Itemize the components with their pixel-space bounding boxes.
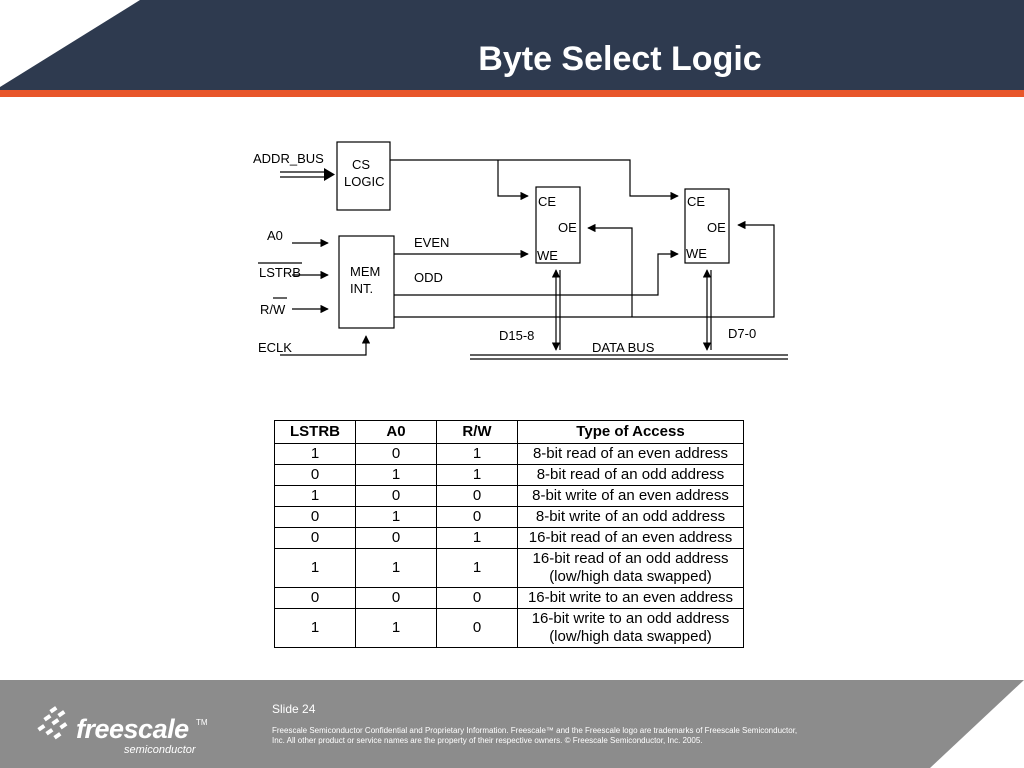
cell-access: 16-bit read of an even address <box>517 527 744 549</box>
table-row: 1 0 1 8-bit read of an even address <box>274 443 744 465</box>
lstrb-label: LSTRB <box>259 265 301 280</box>
cell-rw: 0 <box>436 587 518 609</box>
cell-lstrb: 1 <box>274 548 356 588</box>
cell-a0: 0 <box>355 443 437 465</box>
cell-access-line-1: 16-bit write to an odd address <box>531 610 730 627</box>
cell-rw: 0 <box>436 485 518 507</box>
cell-lstrb: 0 <box>274 464 356 486</box>
cell-lstrb: 1 <box>274 443 356 465</box>
chip-low-we-label: WE <box>686 246 707 261</box>
chip-high-oe-label: OE <box>558 220 577 235</box>
byte-select-diagram: ADDR_BUS CS LOGIC A0 LSTRB R/W ECLK MEM … <box>253 141 788 360</box>
header-rw-text: R/W <box>462 423 492 440</box>
cell-lstrb: 0 <box>274 527 356 549</box>
eclk-label: ECLK <box>258 340 292 355</box>
cell-access-line-2: (low/high data swapped) <box>549 628 712 645</box>
mem-int-block <box>338 235 395 329</box>
cell-access-line-1: 16-bit read of an odd address <box>532 550 729 567</box>
header-lstrb: LSTRB <box>274 420 356 444</box>
table-row: 1 1 1 16-bit read of an odd address (low… <box>274 548 744 588</box>
header-banner <box>0 0 1024 97</box>
header-a0: A0 <box>355 420 437 444</box>
slide-number: Slide 24 <box>272 702 316 716</box>
slide-title: Byte Select Logic <box>478 40 762 78</box>
rw-label: R/W <box>260 302 286 317</box>
cell-a0: 0 <box>355 587 437 609</box>
logo-trademark: TM <box>196 718 208 727</box>
chip-high-ce-label: CE <box>538 194 556 209</box>
cell-access: 8-bit read of an even address <box>517 443 744 465</box>
table-row: 0 1 0 8-bit write of an odd address <box>274 506 744 528</box>
chip-low-ce-label: CE <box>687 194 705 209</box>
cs-logic-label-2: LOGIC <box>344 174 384 189</box>
byte-access-table: LSTRB A0 R/W Type of Access 1 0 1 8-bit … <box>274 420 744 648</box>
table-row: 0 1 1 8-bit read of an odd address <box>274 464 744 486</box>
addr-bus-label: ADDR_BUS <box>253 151 324 166</box>
logo-wordmark: freescale <box>76 714 189 744</box>
memory-chip-high <box>535 186 581 264</box>
header-rw: R/W <box>436 420 518 444</box>
memory-chip-low <box>684 188 730 264</box>
table-row: 0 0 0 16-bit write to an even address <box>274 587 744 609</box>
logo-subtitle: semiconductor <box>124 744 196 756</box>
table-header-row: LSTRB A0 R/W Type of Access <box>274 420 744 444</box>
table-row: 0 0 1 16-bit read of an even address <box>274 527 744 549</box>
d15-8-label: D15-8 <box>499 328 534 343</box>
mem-int-label-1: MEM <box>350 264 380 279</box>
cs-logic-label-1: CS <box>352 157 370 172</box>
cell-lstrb: 1 <box>274 485 356 507</box>
header-accent-stripe <box>0 90 1024 97</box>
cell-rw: 1 <box>436 464 518 486</box>
cell-a0: 1 <box>355 464 437 486</box>
cell-rw: 1 <box>436 443 518 465</box>
odd-label: ODD <box>414 270 443 285</box>
a0-label: A0 <box>267 228 283 243</box>
cell-a0: 0 <box>355 527 437 549</box>
cell-rw: 1 <box>436 548 518 588</box>
cell-a0: 0 <box>355 485 437 507</box>
cell-rw: 0 <box>436 506 518 528</box>
footer-background <box>0 680 1024 768</box>
mem-int-label-2: INT. <box>350 281 373 296</box>
freescale-logo-mark-icon <box>37 706 68 740</box>
cell-lstrb: 0 <box>274 587 356 609</box>
cell-access: 8-bit write of an even address <box>517 485 744 507</box>
footer-disclaimer: Freescale Semiconductor Confidential and… <box>272 726 798 745</box>
table-row: 1 0 0 8-bit write of an even address <box>274 485 744 507</box>
cell-access: 8-bit read of an odd address <box>517 464 744 486</box>
cell-lstrb: 0 <box>274 506 356 528</box>
cell-access: 16-bit write to an odd address (low/high… <box>517 608 744 648</box>
cell-a0: 1 <box>355 506 437 528</box>
data-bus-label: DATA BUS <box>592 340 655 355</box>
even-label: EVEN <box>414 235 449 250</box>
cell-lstrb: 1 <box>274 608 356 648</box>
cell-access: 8-bit write of an odd address <box>517 506 744 528</box>
cell-a0: 1 <box>355 608 437 648</box>
cs-logic-block <box>336 141 391 211</box>
header-background <box>0 0 1024 90</box>
cell-access: 16-bit write to an even address <box>517 587 744 609</box>
chip-low-oe-label: OE <box>707 220 726 235</box>
chip-high-we-label: WE <box>537 248 558 263</box>
d7-0-label: D7-0 <box>728 326 756 341</box>
cell-rw: 0 <box>436 608 518 648</box>
freescale-logo: freescale TM semiconductor <box>36 700 216 760</box>
cell-access-line-2: (low/high data swapped) <box>549 568 712 585</box>
cell-rw: 1 <box>436 527 518 549</box>
footer-banner <box>0 680 1024 768</box>
header-access-type: Type of Access <box>517 420 744 444</box>
cell-access: 16-bit read of an odd address (low/high … <box>517 548 744 588</box>
table-row: 1 1 0 16-bit write to an odd address (lo… <box>274 608 744 648</box>
cell-a0: 1 <box>355 548 437 588</box>
